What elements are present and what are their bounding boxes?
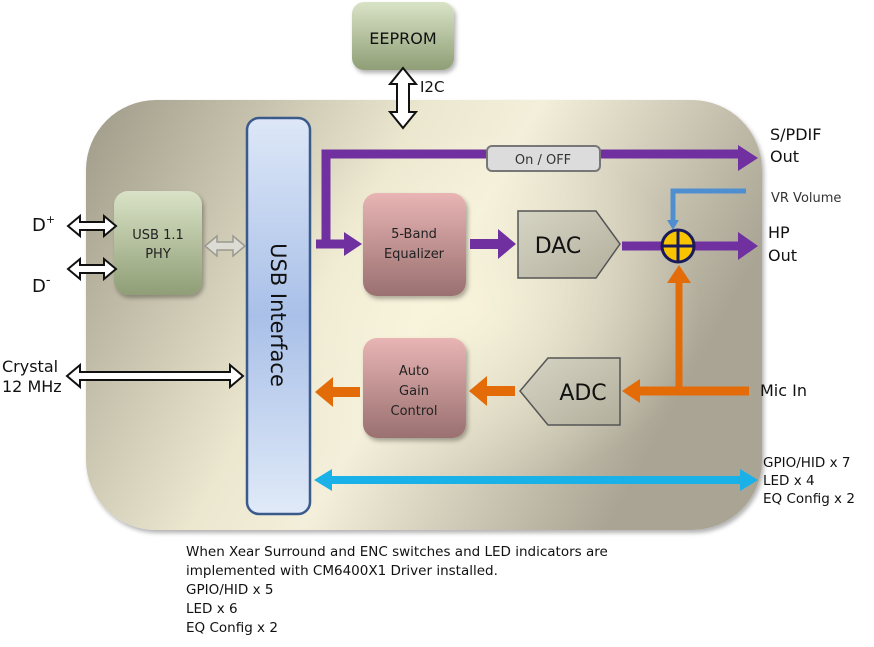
footnote-line: implemented with CM6400X1 Driver install… <box>186 563 498 579</box>
footnote-line: LED x 6 <box>186 601 238 617</box>
i2c-label: I2C <box>420 78 444 96</box>
on-off-label: On / OFF <box>515 153 571 168</box>
usb-interface-block[interactable] <box>245 116 312 516</box>
crystal-label-line1: Crystal <box>2 357 58 376</box>
eeprom-block <box>352 2 454 70</box>
i2c-arrow <box>387 66 419 130</box>
agc-label-line1: Auto <box>399 364 429 379</box>
agc-to-usb-arrow <box>315 377 360 407</box>
eeprom-label: EEPROM <box>369 29 436 48</box>
vr-volume-label: VR Volume <box>771 191 841 206</box>
mixer-cross <box>663 231 693 261</box>
phy-usb-arrow <box>203 234 247 258</box>
d-plus-arrow <box>66 213 118 239</box>
mic-in-label: Mic In <box>760 381 807 400</box>
spdif-label-line2: Out <box>770 147 799 166</box>
footnote-line: When Xear Surround and ENC switches and … <box>186 544 608 560</box>
crystal-label-line2: 12 MHz <box>2 377 62 396</box>
usb-phy-label-line2: PHY <box>145 247 171 262</box>
equalizer-block <box>363 193 466 296</box>
adc-label: ADC <box>559 381 606 406</box>
usb-to-eq-arrowhead <box>344 232 362 256</box>
d-minus-arrow <box>66 256 118 282</box>
dac-label: DAC <box>535 234 582 259</box>
on-off-switch[interactable] <box>486 145 601 172</box>
footnote-line: GPIO/HID x 5 <box>186 582 274 598</box>
eq-to-dac-arrow <box>470 229 516 259</box>
mic-to-mixer-arrowhead <box>667 265 691 283</box>
adc-block <box>519 357 621 426</box>
adc-to-agc-arrow <box>469 376 515 406</box>
spdif-arrowhead <box>738 145 758 171</box>
usb-phy-label-line1: USB 1.1 <box>132 228 184 243</box>
footnote: When Xear Surround and ENC switches and … <box>186 543 608 638</box>
mic-to-adc-arrowhead <box>622 379 640 403</box>
gpio-label-line2: LED x 4 <box>763 473 815 489</box>
vr-volume-path <box>670 188 746 222</box>
equalizer-label-line2: Equalizer <box>384 247 445 262</box>
usb-phy-block <box>114 191 202 295</box>
hp-label-line1: HP <box>768 223 790 242</box>
spdif-label-line1: S/PDIF <box>770 125 821 144</box>
usb-interface-label: USB Interface <box>266 243 290 387</box>
gpio-arrowhead-right <box>740 469 758 491</box>
d-plus-label: D+ <box>32 213 55 236</box>
gpio-label-line1: GPIO/HID x 7 <box>763 455 850 471</box>
d-minus-label: D- <box>32 273 51 297</box>
dac-block <box>517 210 621 279</box>
agc-block <box>363 338 466 438</box>
hp-arrowhead <box>738 232 758 260</box>
gpio-label-line3: EQ Config x 2 <box>763 491 855 507</box>
agc-label-line2: Gain <box>399 384 429 399</box>
footnote-line: EQ Config x 2 <box>186 620 278 636</box>
gpio-arrowhead-left <box>314 469 332 491</box>
hp-label-line2: Out <box>768 246 797 265</box>
equalizer-label-line1: 5-Band <box>391 227 437 242</box>
agc-label-line3: Control <box>391 404 438 419</box>
vr-arrowhead <box>667 220 679 230</box>
crystal-arrow <box>65 362 245 390</box>
